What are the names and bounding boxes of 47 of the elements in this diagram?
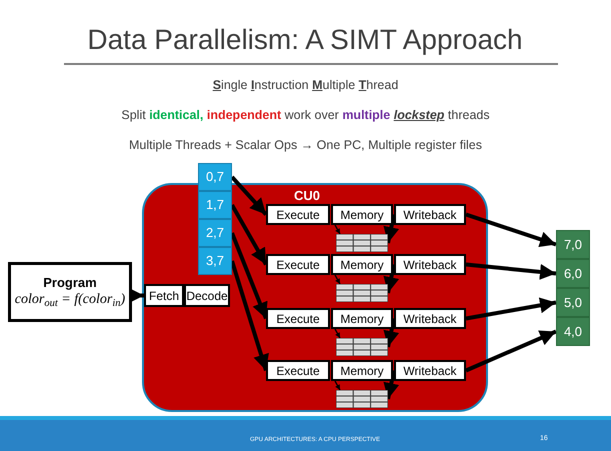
arrow (230, 232, 268, 320)
output-register-cell: 7,0 (556, 230, 590, 259)
pipeline-stage-box: Execute (266, 204, 330, 225)
thread-register-cell: 3,7 (198, 247, 232, 275)
unit-label: CU0 (294, 187, 320, 205)
arrow (334, 274, 341, 284)
description-text: Multiple Threads + Scalar Ops → One PC, Multiple register files (128, 137, 484, 154)
output-register-cell: 6,0 (556, 259, 590, 288)
arrow (383, 318, 400, 348)
pipeline-stage-box: Writeback (394, 360, 466, 381)
pipeline-stage-box: Writeback (394, 204, 466, 225)
pipeline-stage-box: Writeback (394, 254, 466, 275)
memory-grid (336, 338, 388, 356)
pipeline-stage-box: Writeback (394, 308, 466, 329)
box-heading: Program (43, 275, 97, 292)
arrow (383, 214, 400, 244)
thread-register-cell: 0,7 (198, 163, 232, 191)
pipeline-stage-box: Memory (331, 308, 393, 329)
output-register-cell: 5,0 (556, 288, 590, 317)
pipeline-stage-box: Memory (331, 360, 393, 381)
arrow (334, 224, 341, 234)
compute-unit-panel (142, 183, 488, 412)
pipeline-stage-box: Execute (266, 308, 330, 329)
memory-grid (336, 284, 388, 302)
pipeline-stage-box: Execute (266, 360, 330, 381)
arrow (230, 176, 268, 216)
memory-grid (336, 234, 388, 252)
arrow (383, 370, 400, 400)
thread-register-cell: 1,7 (198, 191, 232, 219)
arrow (230, 260, 269, 372)
pipeline-stage-box: Decode (184, 284, 230, 307)
arrow (230, 204, 268, 266)
thread-register-cell: 2,7 (198, 219, 232, 247)
pipeline-stage-box: Memory (331, 204, 393, 225)
description-text: Split identical, independent work over multiple lockstep threads (120, 107, 491, 124)
pipeline-stage-box: Fetch (144, 284, 184, 307)
arrow (334, 328, 341, 338)
slide-title: Data Parallelism: A SIMT Approach (86, 26, 524, 54)
subtitle: Single Instruction Multiple Thread (212, 77, 400, 94)
output-register-cell: 4,0 (556, 317, 590, 346)
program-box (8, 262, 132, 322)
arrow (334, 380, 341, 390)
memory-grid (336, 390, 388, 408)
pipeline-stage-box: Memory (331, 254, 393, 275)
pipeline-stage-box: Execute (266, 254, 330, 275)
formula-text: color$_{out}$ = f(color$_{in}$) (14, 291, 126, 309)
arrow (383, 264, 400, 294)
